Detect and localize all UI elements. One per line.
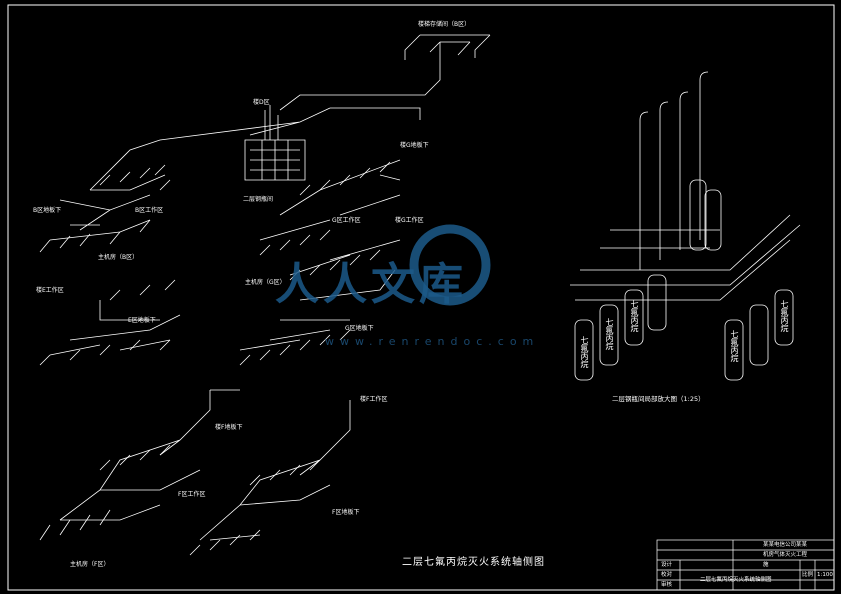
tb-project: 机房气体灭火工程 (763, 552, 808, 558)
label-f-underfloor: F区地板下 (332, 509, 360, 516)
tb-role-design: 设计 (661, 562, 673, 568)
label-g-underfloor2: 楼G地板下 (400, 142, 429, 149)
label-f-underfloor2: 楼F地板下 (215, 424, 243, 431)
tb-company: 某某电信公司某某 (763, 542, 808, 548)
label-g-underfloor: G区地板下 (345, 325, 374, 332)
tb-role-review: 审核 (661, 582, 673, 588)
cylinder-label-3: 七氟丙烷 (630, 300, 639, 332)
watermark-text: 人人文库 (275, 259, 467, 310)
title-block (656, 539, 835, 591)
main-title: 二层七氟丙烷灭火系统轴侧图 (402, 557, 545, 568)
label-f-work: F区工作区 (178, 491, 206, 498)
cylinder-label-2: 七氟丙烷 (605, 318, 614, 350)
detail-title: 二层钢瓶间局部放大图（1:25） (612, 395, 705, 403)
drawing-border (7, 4, 835, 591)
watermark-url: www.renrendoc.com (325, 335, 540, 348)
tb-scale-label: 比例 (802, 572, 814, 578)
label-e-work: 楼E工作区 (36, 287, 64, 294)
tb-role-check: 校对 (661, 572, 673, 578)
label-host-room-f: 主机房（F区） (70, 561, 110, 568)
tb-drawing-name: 二层七氟丙烷灭火系统轴侧图 (700, 577, 772, 583)
cylinder-label-4: 七氟丙烷 (730, 330, 739, 362)
label-gas-room: 二层钢瓶间 (243, 196, 274, 203)
cylinder-label-1: 七氟丙烷 (580, 336, 589, 368)
label-f-work2: 楼F工作区 (360, 396, 388, 403)
label-b-work: B区工作区 (135, 207, 164, 214)
label-top-corridor: 楼梯存储间（B区） (418, 21, 471, 28)
label-host-room-g: 主机房（G区） (245, 279, 286, 286)
label-g-work: G区工作区 (332, 217, 361, 224)
label-host-room-b: 主机房（B区） (98, 254, 139, 261)
tb-drawing-no: 施 (763, 562, 769, 568)
label-e-underfloor: E区地板下 (128, 317, 156, 324)
label-stair-area: 楼D区 (253, 99, 270, 106)
tb-scale: 1:100 (817, 572, 833, 578)
watermark-logo (409, 224, 491, 306)
cylinder-label-5: 七氟丙烷 (780, 300, 789, 332)
label-b-underfloor: B区地板下 (33, 207, 62, 214)
label-g-work2: 楼G工作区 (395, 217, 424, 224)
